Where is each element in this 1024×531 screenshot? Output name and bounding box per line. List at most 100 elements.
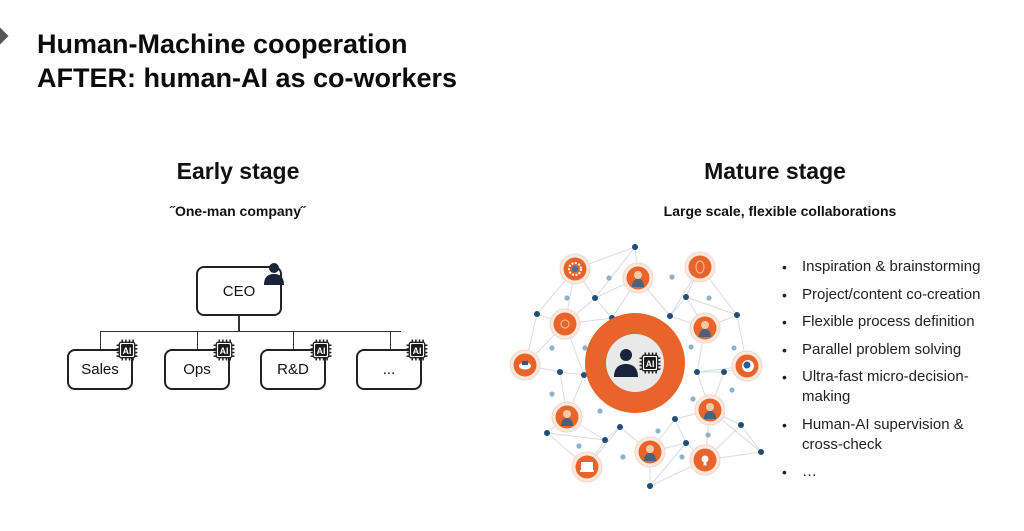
person-icon — [632, 279, 644, 287]
ai-chip-icon: AI — [116, 339, 138, 361]
list-item: Flexible process definition — [782, 312, 1017, 332]
network-node-light — [705, 432, 711, 438]
list-item: Ultra-fast micro-decision-making — [782, 367, 992, 407]
list-item: Project/content co-creation — [782, 285, 1017, 305]
network-node-dark — [738, 422, 744, 428]
cloud-icon — [522, 361, 528, 365]
svg-text:AI: AI — [220, 346, 229, 356]
title-line-2: AFTER: human-AI as co-workers — [37, 63, 458, 93]
connector-ops — [197, 331, 198, 349]
connector-more — [390, 331, 391, 349]
list-item: Inspiration & brainstorming — [782, 257, 1017, 277]
list-item: Human-AI supervision & cross-check — [782, 415, 992, 455]
network-node-dark — [672, 416, 678, 422]
person-icon — [704, 411, 716, 419]
network-node-light — [564, 295, 570, 301]
svg-text:AI: AI — [413, 346, 422, 356]
ai-chip-icon: AI — [213, 339, 235, 361]
gear-icon — [568, 262, 582, 276]
network-node-light — [706, 295, 712, 301]
network-edge — [740, 424, 762, 453]
network-node-light — [620, 454, 626, 460]
slide-marker-icon — [0, 27, 9, 45]
network-node-light — [679, 454, 685, 460]
network-node-light — [655, 428, 661, 434]
network-edge — [594, 246, 636, 299]
network-node-light — [729, 387, 735, 393]
svg-text:AI: AI — [646, 359, 655, 369]
network-edge — [604, 426, 621, 441]
collaboration-network: AI — [509, 244, 764, 489]
network-node-light — [582, 345, 588, 351]
ai-chip-icon: AI — [406, 339, 428, 361]
org-box-ceo: CEO — [196, 266, 282, 316]
network-node-light — [576, 443, 582, 449]
network-node-light — [669, 274, 675, 280]
connector-sales — [100, 331, 101, 349]
hub-core — [606, 334, 664, 392]
ai-brain-icon — [560, 319, 570, 329]
ai-chip-icon: AI — [310, 339, 332, 361]
person-icon — [646, 445, 654, 453]
network-node-dark — [694, 369, 700, 375]
network-node-light — [688, 344, 694, 350]
head-profile-icon — [743, 361, 751, 369]
laptop-icon — [580, 470, 594, 472]
connector-rnd — [293, 331, 294, 349]
person-icon — [644, 453, 656, 461]
hub-person-icon — [620, 349, 632, 361]
svg-text:AI: AI — [123, 346, 132, 356]
network-node-light — [549, 391, 555, 397]
network-edge — [594, 297, 613, 319]
network-node-dark — [683, 294, 689, 300]
network-edge — [669, 296, 687, 317]
satellite-node — [688, 255, 712, 279]
person-icon — [561, 418, 573, 426]
person-icon — [701, 321, 709, 329]
network-node-light — [549, 345, 555, 351]
network-node-dark — [557, 369, 563, 375]
early-stage-subtitle: ˝One-man company˝ — [170, 203, 306, 219]
network-node-dark — [667, 313, 673, 319]
capability-list: Inspiration & brainstorming Project/cont… — [782, 257, 1017, 490]
network-node-dark — [632, 244, 638, 250]
mature-stage-subtitle: Large scale, flexible collaborations — [663, 203, 897, 219]
connector-vertical — [238, 316, 240, 331]
network-edge — [649, 442, 687, 487]
network-node-light — [597, 408, 603, 414]
laptop-icon — [581, 462, 593, 470]
department-label: Ops — [183, 361, 211, 378]
department-label: R&D — [277, 361, 309, 378]
network-node-dark — [581, 372, 587, 378]
network-node-light — [690, 396, 696, 402]
network-node-dark — [647, 483, 653, 489]
person-icon — [699, 329, 711, 337]
network-node-dark — [683, 440, 689, 446]
title-line-1: Human-Machine cooperation — [37, 29, 408, 59]
lightbulb-icon — [701, 455, 709, 463]
list-item: Parallel problem solving — [782, 340, 1017, 360]
gear-icon — [572, 266, 578, 272]
network-edge — [559, 371, 585, 376]
hub-ai-chip-icon: AI — [639, 352, 661, 374]
fingerprint-icon — [695, 260, 705, 274]
slide-title: Human-Machine cooperation AFTER: human-A… — [37, 27, 457, 95]
lightbulb-icon — [703, 462, 707, 466]
network-node-dark — [758, 449, 764, 455]
network-edge — [685, 296, 738, 316]
network-edge — [546, 432, 606, 441]
network-node-dark — [592, 295, 598, 301]
network-node-dark — [734, 312, 740, 318]
svg-text:AI: AI — [317, 346, 326, 356]
department-label: ... — [382, 361, 396, 378]
list-item: … — [782, 462, 1017, 482]
network-node-dark — [602, 437, 608, 443]
network-node-dark — [721, 369, 727, 375]
network-node-dark — [544, 430, 550, 436]
department-label: Sales — [81, 361, 119, 378]
network-node-dark — [534, 311, 540, 317]
network-node-light — [606, 275, 612, 281]
person-icon — [634, 271, 642, 279]
mature-stage-title: Mature stage — [704, 158, 846, 184]
early-stage-title: Early stage — [176, 158, 300, 184]
